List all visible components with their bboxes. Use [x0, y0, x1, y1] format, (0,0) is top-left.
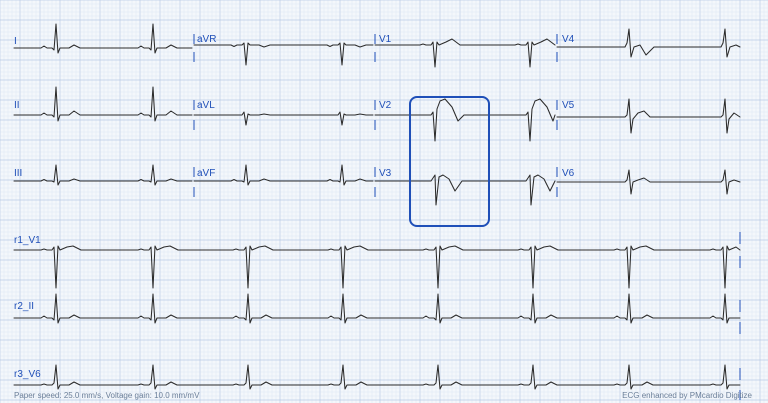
lead-label-V3: V3: [379, 168, 392, 179]
trace-V6: [556, 169, 741, 195]
lead-label-aVF: aVF: [197, 168, 215, 179]
ecg-traces: [13, 23, 741, 390]
lead-label-V1: V1: [379, 34, 392, 45]
trace-II: [13, 86, 193, 122]
lead-label-r3_V6: r3_V6: [14, 369, 41, 380]
lead-label-V4: V4: [562, 34, 575, 45]
trace-aVR: [193, 42, 374, 66]
lead-label-III: III: [14, 168, 22, 179]
trace-V5: [556, 98, 741, 134]
trace-V1: [374, 38, 556, 68]
trace-I: [13, 23, 193, 54]
lead-label-aVR: aVR: [197, 34, 216, 45]
trace-V3: [374, 174, 556, 206]
trace-III: [13, 164, 193, 186]
lead-label-I: I: [14, 36, 17, 47]
footer-brand: ECG enhanced by PMcardio Digitize: [622, 391, 752, 400]
footer-paper-speed: Paper speed: 25.0 mm/s, Voltage gain: 10…: [14, 391, 200, 400]
lead-label-V2: V2: [379, 100, 392, 111]
lead-label-aVL: aVL: [197, 100, 215, 111]
trace-V4: [556, 28, 741, 58]
trace-r2_II: [13, 293, 741, 324]
lead-label-r1_V1: r1_V1: [14, 235, 41, 246]
trace-r3_V6: [13, 364, 741, 390]
trace-aVL: [193, 111, 374, 126]
lead-label-V6: V6: [562, 168, 575, 179]
trace-aVF: [193, 164, 374, 186]
trace-V2: [374, 98, 556, 142]
lead-label-V5: V5: [562, 100, 575, 111]
lead-label-II: II: [14, 100, 20, 111]
calibration-marks: [193, 34, 741, 400]
lead-label-r2_II: r2_II: [14, 301, 34, 312]
highlight-box: [409, 96, 490, 227]
trace-r1_V1: [13, 245, 741, 289]
